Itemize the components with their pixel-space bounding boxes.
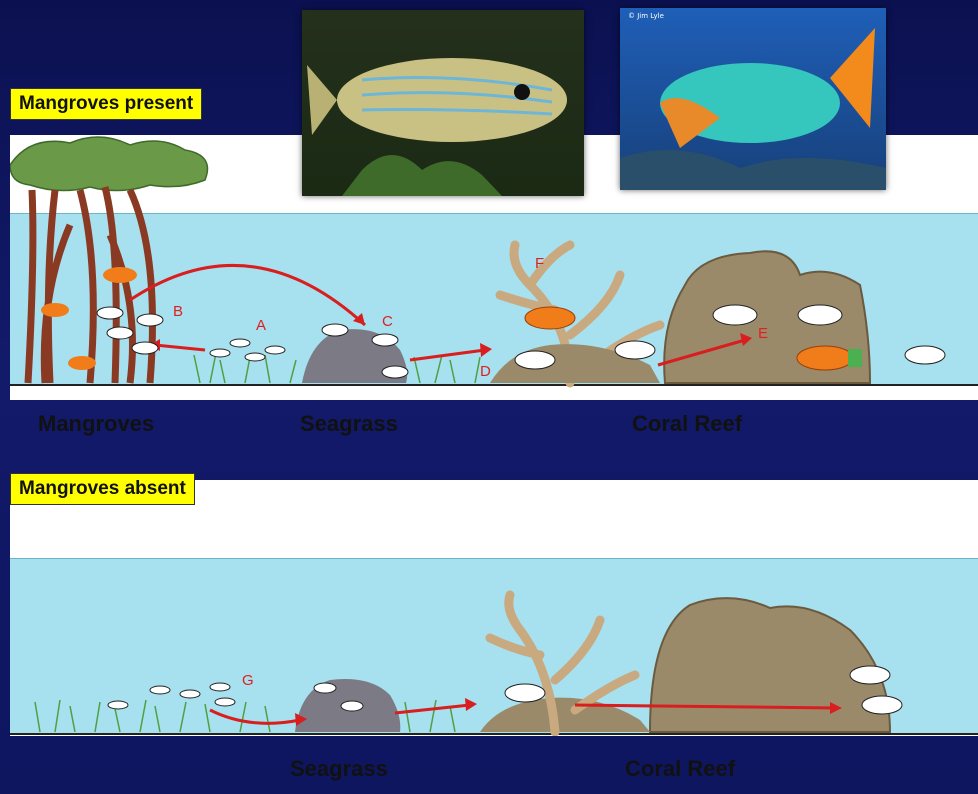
mangroves-present-label: Mangroves present [10, 88, 202, 120]
marker-d: D [480, 363, 491, 380]
grunt-fish-photo [302, 10, 584, 196]
habitat-label-seagrass: Seagrass [290, 756, 388, 782]
parrotfish-photo: © Jim Lyle [620, 8, 886, 190]
mangroves-absent-label: Mangroves absent [10, 473, 195, 505]
absent-scene [10, 480, 978, 736]
marker-e: E [758, 325, 768, 342]
marker-f: F [535, 255, 544, 272]
marker-c: C [382, 313, 393, 330]
habitat-label-mangroves: Mangroves [38, 411, 154, 437]
habitat-label-coral-reef: Coral Reef [625, 756, 735, 782]
marker-a: A [256, 317, 266, 334]
mangroves-absent-panel: G Seagrass Coral Reef [10, 480, 978, 736]
habitat-label-seagrass: Seagrass [300, 411, 398, 437]
reef-rock [650, 598, 890, 732]
marker-g: G [242, 672, 254, 689]
habitat-label-coral-reef: Coral Reef [632, 411, 742, 437]
photo-credit: © Jim Lyle [628, 12, 664, 20]
marker-b: B [173, 303, 183, 320]
